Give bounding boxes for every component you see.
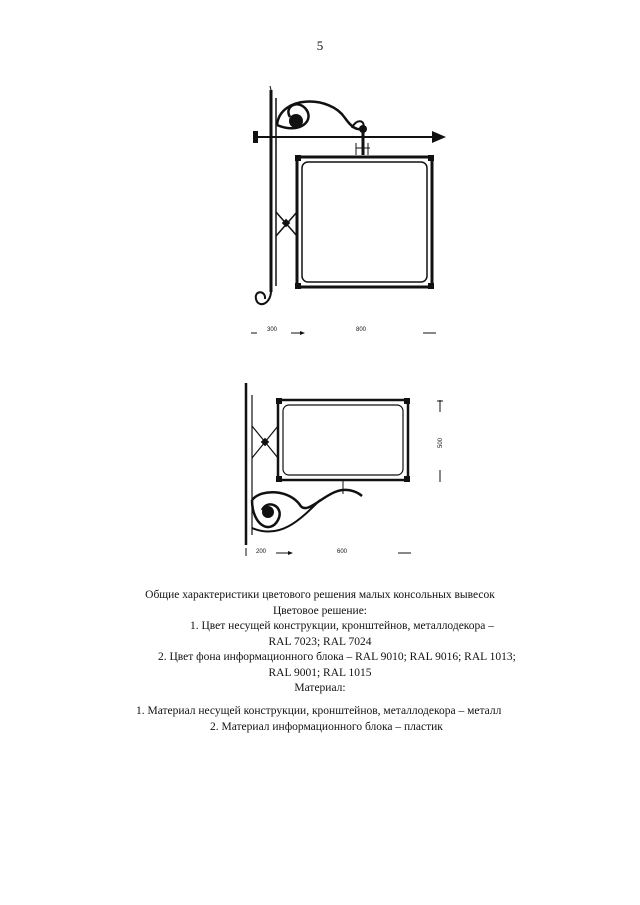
material-heading: Материал:: [294, 682, 346, 694]
dim-bottom-right: 600: [337, 549, 348, 555]
material-item-2: 2. Материал информационного блока – плас…: [210, 720, 443, 733]
page-number: 5: [316, 38, 324, 53]
color-item-2-line-1: 2. Цвет фона информационного блока – RAL…: [158, 651, 516, 663]
color-item-1-line-2: RAL 7023; RAL 7024: [268, 635, 372, 648]
material-item-1: 1. Материал несущей конструкции, кронште…: [136, 705, 502, 717]
dim-top-left: 300: [267, 327, 278, 333]
dim-bottom-left: 200: [256, 549, 267, 555]
color-item-1-line-1: 1. Цвет несущей конструкции, кронштейнов…: [190, 620, 495, 632]
color-heading: Цветовое решение:: [272, 604, 368, 617]
dim-bottom-height: 500: [438, 437, 444, 448]
bottom-sign-drawing: 500 200 600: [244, 383, 444, 556]
color-item-2-line-2: RAL 9001; RAL 1015: [268, 666, 372, 679]
dim-top-right: 800: [356, 327, 367, 333]
section-title: Общие характеристики цветового решения м…: [145, 589, 495, 601]
top-sign-drawing: 300 800: [251, 85, 446, 335]
